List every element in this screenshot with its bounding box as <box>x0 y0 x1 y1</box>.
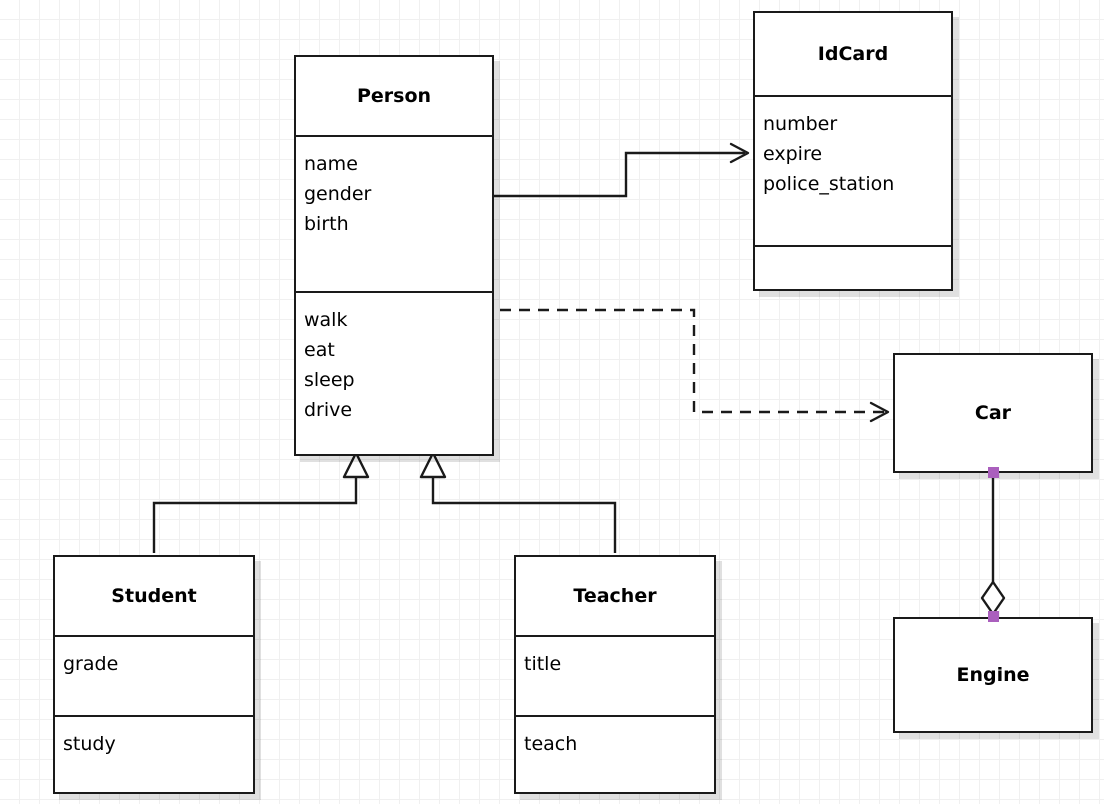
edge-student-person[interactable] <box>152 451 370 553</box>
attribute-item: birth <box>304 213 349 235</box>
class-name-engine: Engine <box>956 664 1030 686</box>
uml-class-person[interactable]: Person name gender birth walk eat sleep … <box>294 55 494 456</box>
edge-person-idcard[interactable] <box>494 142 750 198</box>
operation-item: sleep <box>304 369 355 391</box>
attributes-compartment-person: name gender birth <box>296 135 492 291</box>
class-name-student: Student <box>111 585 197 607</box>
edge-handle-car-end[interactable] <box>988 467 999 478</box>
attribute-item: title <box>524 653 562 675</box>
operations-compartment-person: walk eat sleep drive <box>296 291 492 454</box>
hollow-diamond-arrowhead-icon <box>980 580 1006 616</box>
attributes-compartment-student: grade <box>55 635 253 715</box>
attributes-compartment-idcard: number expire police_station <box>755 95 951 245</box>
edge-car-engine[interactable] <box>980 472 1006 616</box>
hollow-triangle-arrowhead-icon <box>342 451 370 479</box>
operation-item: walk <box>304 309 348 331</box>
operation-item: teach <box>524 733 578 755</box>
operation-item: drive <box>304 399 353 421</box>
uml-class-teacher[interactable]: Teacher title teach <box>514 555 716 794</box>
uml-class-student[interactable]: Student grade study <box>53 555 255 794</box>
operations-compartment-teacher: teach <box>516 715 714 792</box>
attribute-item: grade <box>63 653 119 675</box>
open-arrowhead-icon <box>869 401 890 423</box>
class-name-person: Person <box>356 85 432 107</box>
uml-class-car[interactable]: Car <box>893 353 1093 473</box>
class-name-teacher: Teacher <box>573 585 657 607</box>
operations-compartment-idcard <box>755 245 951 289</box>
open-arrowhead-icon <box>729 142 750 164</box>
class-name-idcard: IdCard <box>817 43 889 65</box>
edge-person-car[interactable] <box>500 308 890 423</box>
hollow-triangle-arrowhead-icon <box>419 451 447 479</box>
attribute-item: gender <box>304 183 372 205</box>
edge-handle-engine-end[interactable] <box>988 611 999 622</box>
edge-teacher-person[interactable] <box>419 451 617 553</box>
uml-class-idcard[interactable]: IdCard number expire police_station <box>753 11 953 291</box>
attribute-item: name <box>304 153 358 175</box>
attribute-item: police_station <box>763 173 895 195</box>
uml-class-engine[interactable]: Engine <box>893 617 1093 733</box>
operations-compartment-student: study <box>55 715 253 792</box>
attribute-item: expire <box>763 143 823 165</box>
attributes-compartment-teacher: title <box>516 635 714 715</box>
attribute-item: number <box>763 113 838 135</box>
operation-item: eat <box>304 339 335 361</box>
class-name-car: Car <box>974 402 1012 424</box>
operation-item: study <box>63 733 116 755</box>
